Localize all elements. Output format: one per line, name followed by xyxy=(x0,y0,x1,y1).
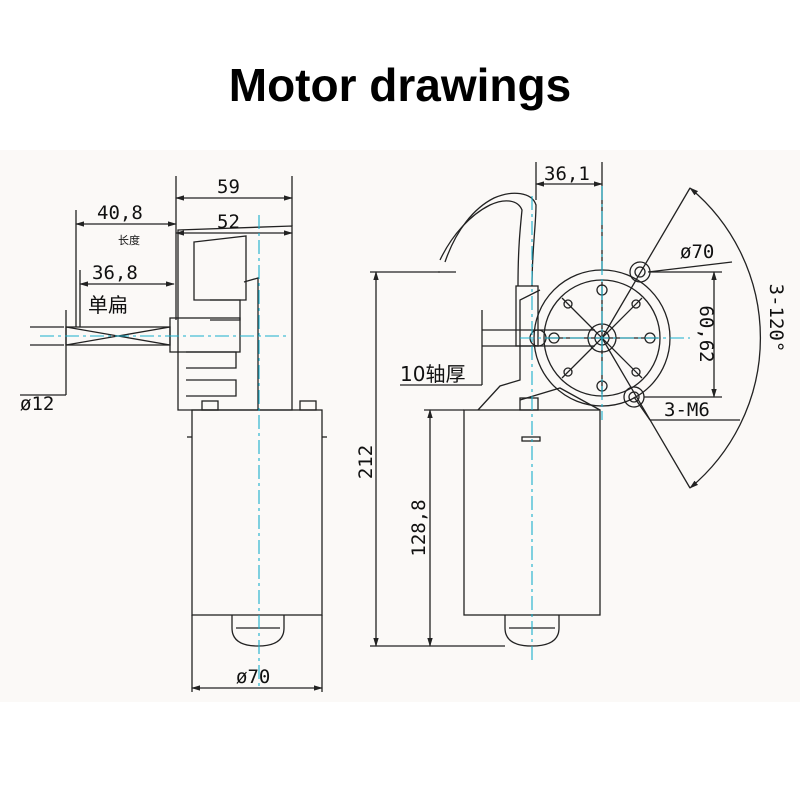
front-worm-housing xyxy=(515,285,539,347)
label-flange-diameter: ø70 xyxy=(680,241,714,263)
label-59: 59 xyxy=(217,176,240,198)
side-gearbox xyxy=(177,225,293,411)
label-angle: 3-120° xyxy=(765,284,787,353)
side-screw-right xyxy=(299,400,317,411)
side-view xyxy=(20,176,327,692)
front-centerlines xyxy=(520,186,690,660)
side-centerlines xyxy=(40,215,290,690)
label-40-8: 40,8 xyxy=(97,202,143,224)
label-shaft-diameter: ø12 xyxy=(20,393,54,415)
label-thread: 3-M6 xyxy=(664,399,710,421)
side-shaft-housing xyxy=(169,317,241,353)
label-36-8: 36,8 xyxy=(92,262,138,284)
label-36-1: 36,1 xyxy=(544,163,590,185)
side-bottom-boss xyxy=(231,615,285,647)
drawing-area xyxy=(0,150,800,702)
label-52: 52 xyxy=(217,211,240,233)
label-single-flat: 单扁 xyxy=(88,293,128,317)
front-view xyxy=(370,162,762,647)
title-band: Motor drawings xyxy=(0,0,800,150)
label-60-62: 60,62 xyxy=(695,305,717,362)
page-title: Motor drawings xyxy=(228,59,572,111)
label-shaft-thickness: 10轴厚 xyxy=(400,362,465,386)
side-motor-body xyxy=(191,409,323,616)
side-screw-left xyxy=(201,400,219,411)
dim-arc-120 xyxy=(689,187,762,489)
label-128-8: 128,8 xyxy=(408,499,430,556)
bottom-band xyxy=(0,702,800,800)
label-212: 212 xyxy=(355,445,377,479)
label-length: 长度 xyxy=(118,233,140,247)
label-side-motor-diameter: ø70 xyxy=(236,666,270,688)
